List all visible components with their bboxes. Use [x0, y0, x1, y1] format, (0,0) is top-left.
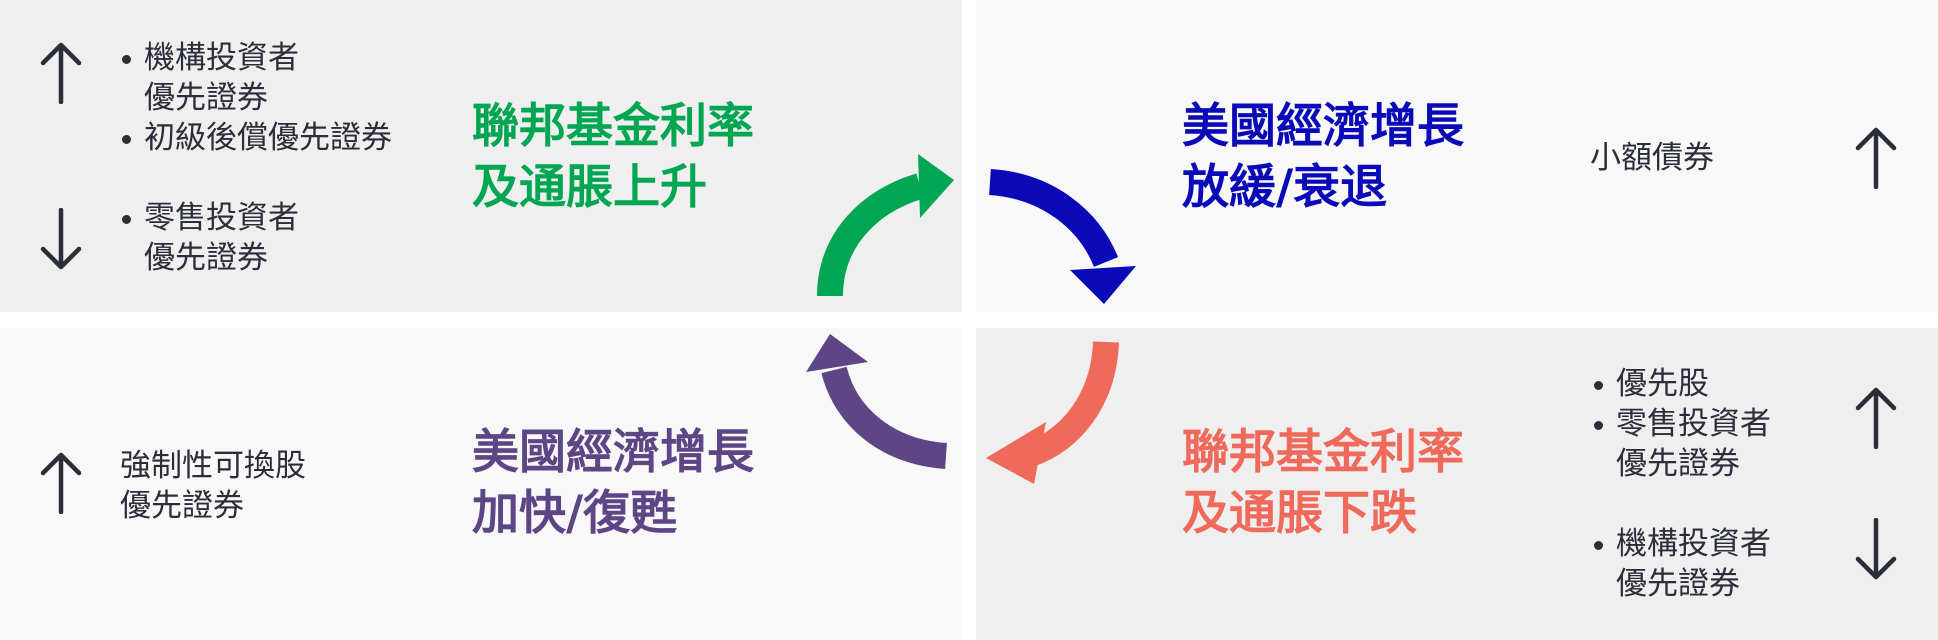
br-down-list: 機構投資者 優先證券 — [1592, 524, 1771, 604]
arrow-up-icon — [1855, 127, 1897, 189]
arrow-down-icon — [40, 208, 82, 270]
phase-title-rising-rates: 聯邦基金利率 及通脹上升 — [472, 99, 754, 215]
arrow-up-icon — [40, 42, 82, 104]
list-item: 機構投資者 優先證券 — [1592, 524, 1771, 604]
quadrant-rising-rates — [0, 0, 962, 312]
phase-title-recovery: 美國經濟增長 加快/復甦 — [472, 425, 754, 541]
bl-up-text: 強制性可換股 優先證券 — [120, 448, 306, 524]
quadrant-recovery — [0, 328, 962, 640]
list-item: 初級後償優先證券 — [120, 118, 392, 158]
tl-up-list: 機構投資者 優先證券 初級後償優先證券 — [120, 38, 392, 158]
phase-title-slowdown: 美國經濟增長 放緩/衰退 — [1182, 99, 1464, 215]
list-item: 零售投資者 優先證券 — [120, 198, 299, 278]
arrow-up-icon — [40, 452, 82, 514]
tl-down-list: 零售投資者 優先證券 — [120, 198, 299, 278]
list-item: 機構投資者 優先證券 — [120, 38, 392, 118]
arrow-up-icon — [1855, 387, 1897, 449]
br-up-list: 優先股 零售投資者 優先證券 — [1592, 364, 1771, 484]
quadrant-falling-rates — [976, 328, 1938, 640]
phase-title-falling-rates: 聯邦基金利率 及通脹下跌 — [1182, 425, 1464, 541]
quadrant-slowdown — [976, 0, 1938, 312]
tr-up-text: 小額債券 — [1590, 140, 1714, 176]
arrow-down-icon — [1855, 518, 1897, 580]
list-item: 零售投資者 優先證券 — [1592, 404, 1771, 484]
list-item: 優先股 — [1592, 364, 1771, 404]
